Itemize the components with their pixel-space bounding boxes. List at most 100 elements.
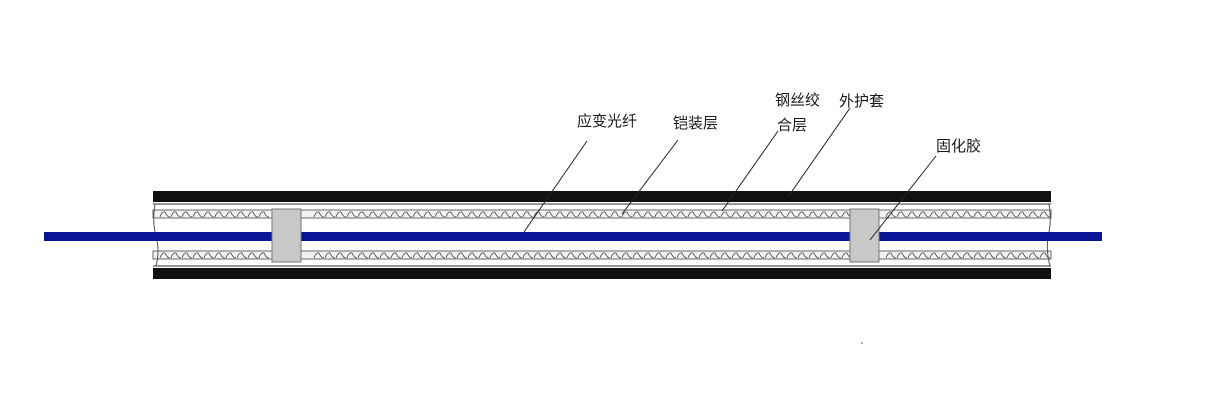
leader-line-armor <box>621 139 679 215</box>
steel-wire-coil <box>412 252 424 259</box>
steel-wire-coil <box>632 252 644 259</box>
steel-wire-coil <box>324 211 336 218</box>
steel-wire-coil <box>566 211 578 218</box>
steel-wire-coil <box>170 252 182 259</box>
steel-wire-coil <box>1006 211 1018 218</box>
steel-wire-coil <box>577 252 589 259</box>
steel-wire-coil <box>753 211 765 218</box>
steel-wire-coil <box>797 252 809 259</box>
steel-wire-coil <box>390 252 402 259</box>
steel-wire-coil <box>159 252 171 259</box>
steel-wire-coil <box>346 211 358 218</box>
steel-wire-coil <box>632 211 644 218</box>
steel-wire-coil <box>214 211 226 218</box>
steel-wire-coil <box>742 211 754 218</box>
steel-wire-coil <box>599 211 611 218</box>
steel-wire-coil <box>819 252 831 259</box>
leader-line-fiber <box>523 140 588 233</box>
steel-wire-coil <box>654 252 666 259</box>
steel-wire-coil <box>445 252 457 259</box>
steel-wire-coil <box>665 252 677 259</box>
steel-wire-coil <box>544 211 556 218</box>
steel-wire-coil <box>588 252 600 259</box>
steel-wire-coil <box>423 211 435 218</box>
steel-wire-coil <box>390 211 402 218</box>
steel-strand-coils-top <box>159 211 1051 218</box>
steel-strand-layer-bottom <box>152 250 1052 260</box>
steel-wire-coil <box>808 252 820 259</box>
steel-wire-coil <box>456 252 468 259</box>
steel-wire-coil <box>478 252 490 259</box>
steel-wire-coil <box>456 211 468 218</box>
steel-wire-coil <box>577 211 589 218</box>
steel-wire-coil <box>995 252 1007 259</box>
steel-wire-coil <box>335 252 347 259</box>
steel-wire-coil <box>918 211 930 218</box>
steel-wire-coil <box>434 252 446 259</box>
steel-strand-layer-top <box>152 209 1052 219</box>
steel-wire-coil <box>775 252 787 259</box>
steel-wire-coil <box>742 252 754 259</box>
steel-wire-coil <box>1028 252 1040 259</box>
label-armor-layer: 铠装层 <box>673 114 719 132</box>
steel-wire-coil <box>203 252 215 259</box>
curing-adhesive-plug-left <box>271 208 302 263</box>
steel-wire-coil <box>885 252 897 259</box>
steel-wire-coil <box>698 211 710 218</box>
steel-wire-coil <box>533 211 545 218</box>
steel-wire-coil <box>1006 252 1018 259</box>
steel-wire-coil <box>764 211 776 218</box>
steel-wire-coil <box>643 252 655 259</box>
steel-wire-coil <box>401 211 413 218</box>
steel-wire-coil <box>588 211 600 218</box>
steel-wire-coil <box>500 211 512 218</box>
steel-wire-coil <box>907 211 919 218</box>
steel-wire-coil <box>236 211 248 218</box>
steel-wire-coil <box>401 252 413 259</box>
steel-wire-coil <box>1039 211 1051 218</box>
steel-wire-coil <box>687 211 699 218</box>
curing-adhesive-plug-right <box>849 208 880 263</box>
steel-wire-coil <box>368 252 380 259</box>
steel-wire-coil <box>214 252 226 259</box>
steel-wire-coil <box>203 211 215 218</box>
steel-wire-coil <box>478 211 490 218</box>
steel-wire-coil <box>654 211 666 218</box>
steel-wire-coil <box>621 211 633 218</box>
steel-wire-coil <box>1017 252 1029 259</box>
steel-wire-coil <box>819 211 831 218</box>
steel-wire-coil <box>610 211 622 218</box>
steel-wire-coil <box>643 211 655 218</box>
steel-wire-coil <box>346 252 358 259</box>
steel-wire-coil <box>258 252 270 259</box>
steel-wire-coil <box>973 211 985 218</box>
steel-wire-coil <box>753 252 765 259</box>
steel-wire-coil <box>489 252 501 259</box>
steel-wire-coil <box>445 211 457 218</box>
steel-wire-coil <box>566 252 578 259</box>
steel-wire-coil <box>368 211 380 218</box>
steel-wire-coil <box>544 252 556 259</box>
steel-wire-coil <box>962 252 974 259</box>
steel-wire-coil <box>247 211 259 218</box>
stray-dot <box>861 342 863 344</box>
steel-wire-coil <box>797 211 809 218</box>
steel-wire-coil <box>357 211 369 218</box>
steel-wire-coil <box>720 211 732 218</box>
steel-wire-coil <box>335 211 347 218</box>
steel-wire-coil <box>731 252 743 259</box>
steel-wire-coil <box>951 211 963 218</box>
steel-wire-coil <box>500 252 512 259</box>
steel-wire-coil <box>192 211 204 218</box>
steel-wire-coil <box>940 252 952 259</box>
steel-wire-coil <box>929 252 941 259</box>
steel-wire-coil <box>808 211 820 218</box>
steel-wire-coil <box>786 252 798 259</box>
outer-sheath-top <box>153 191 1051 202</box>
steel-wire-coil <box>258 211 270 218</box>
steel-wire-coil <box>830 252 842 259</box>
steel-wire-coil <box>896 252 908 259</box>
leader-line-sheath <box>787 107 851 198</box>
steel-wire-coil <box>951 252 963 259</box>
